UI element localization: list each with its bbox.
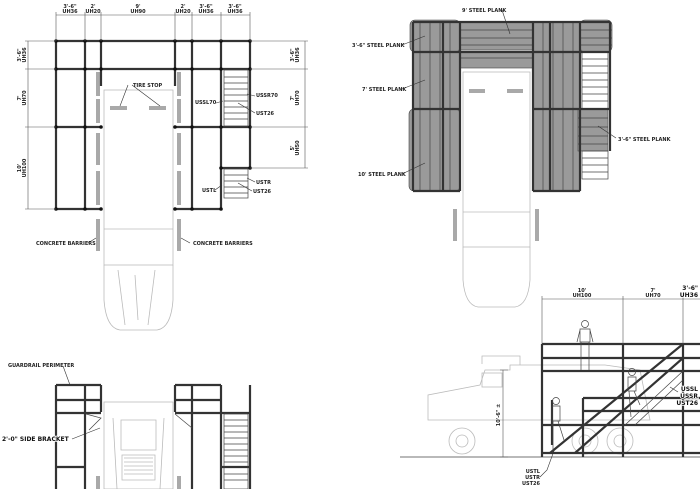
ussl-label: USSL — [681, 386, 698, 393]
ustr-label: USTR — [256, 180, 271, 186]
dim-code: UH36 — [198, 9, 214, 15]
dim-size: 10' — [578, 288, 587, 294]
ust26-label: UST26 — [253, 189, 272, 195]
front-callouts: GUARDRAIL PERIMETER 2'-0" SIDE BRACKET — [1, 363, 101, 444]
plan-left-dimensions: 3'-6" UH36 7' UH70 10' UH100 — [17, 40, 56, 210]
plank-view-frame — [411, 20, 612, 193]
dim-size: 5' — [290, 145, 296, 150]
dim-code: UH50 — [295, 140, 301, 156]
side-callouts: USSL USSR UST26 USTL USTR UST26 — [522, 385, 699, 487]
plan-stair-lower — [223, 168, 249, 199]
dim-size: 3'-6" — [199, 4, 213, 10]
concrete-barriers — [96, 72, 181, 251]
truck-side-outline — [427, 355, 651, 455]
truck-plank-outline — [453, 71, 539, 308]
tire-stop-right — [149, 106, 166, 110]
side-elevation: 10'-6" ± 10' UH100 — [400, 284, 700, 487]
dim-code: UH36 — [22, 47, 28, 63]
dim-code: UH36 — [227, 9, 243, 15]
dim-code: UH70 — [22, 90, 28, 106]
dim-code: UH20 — [175, 9, 191, 15]
dim-code: UH20 — [85, 9, 101, 15]
dim-size: 7' — [290, 95, 296, 100]
front-scaffold-left — [54, 383, 103, 489]
ussr-label: USSR — [680, 393, 698, 400]
plan-nodes — [54, 39, 252, 211]
dim-size: 3'-6" — [63, 4, 77, 10]
concrete-barriers-label-left: CONCRETE BARRIERS — [36, 241, 96, 247]
plan-scaffold-frame — [54, 39, 252, 211]
dim-size: 3'-6" — [682, 285, 698, 292]
tire-stop-label: TIRE STOP — [133, 83, 163, 89]
dim-code: UH36 — [295, 47, 301, 63]
dim-size: 2' — [90, 4, 95, 10]
tire-stop-left — [110, 106, 127, 110]
side-top-dimensions: 10' UH100 7' UH70 3'-6" UH36 — [541, 284, 700, 344]
dim-size: 9' — [135, 4, 140, 10]
dim-size: 7' — [17, 95, 23, 100]
dim-size: 2' — [180, 4, 185, 10]
dim-size: 3'-6" — [290, 48, 296, 62]
dim-code: UH90 — [130, 9, 146, 15]
height-dimension: 10'-6" ± — [496, 369, 508, 458]
height-label: 10'-6" ± — [496, 404, 502, 427]
steel-planks — [408, 19, 613, 192]
workers — [551, 320, 641, 453]
worker-lower-stair — [551, 397, 565, 453]
plan-stair-upper — [223, 69, 249, 127]
ussr70-label: USSR70 — [256, 93, 278, 99]
plank-36-right-label: 3'-6" STEEL PLANK — [618, 137, 672, 143]
dim-code: UH36 — [62, 9, 78, 15]
plank-view: 9' STEEL PLANK 3'-6" STEEL PLANK 7' STEE… — [352, 8, 672, 308]
plank-36-left-label: 3'-6" STEEL PLANK — [352, 43, 406, 49]
ustr-label: USTR — [525, 475, 540, 481]
worker-standing — [576, 320, 594, 370]
ust26-label: UST26 — [676, 400, 698, 407]
dim-code: UH100 — [22, 158, 28, 177]
plank-callouts: 9' STEEL PLANK 3'-6" STEEL PLANK 7' STEE… — [352, 8, 672, 178]
side-scaffold-frame — [540, 342, 700, 457]
plan-right-dimensions: 3'-6" UH36 7' UH70 5' UH50 — [250, 40, 308, 169]
ust26-label: UST26 — [522, 481, 541, 487]
concrete-barriers-label-right: CONCRETE BARRIERS — [193, 241, 253, 247]
worker-upper-stair — [627, 368, 641, 418]
dim-code: UH70 — [645, 293, 661, 299]
plan-top-dimensions: 3'-6" UH36 2' UH20 9' UH90 2' UH20 3'-6"… — [55, 4, 251, 41]
guardrail-perimeter-label: GUARDRAIL PERIMETER — [8, 363, 74, 369]
dim-size: 10' — [17, 163, 23, 172]
plank-9-label: 9' STEEL PLANK — [462, 8, 507, 14]
plan-view: 3'-6" UH36 2' UH20 9' UH90 2' UH20 3'-6"… — [17, 4, 308, 331]
plank-7-label: 7' STEEL PLANK — [362, 87, 407, 93]
plank-view-stairs — [581, 51, 609, 180]
side-bracket-label: 2'-0" SIDE BRACKET — [2, 436, 70, 443]
ustl-label: USTL — [526, 469, 541, 475]
dim-code: UH70 — [295, 90, 301, 106]
ussl70-label: USSL70 — [195, 100, 217, 106]
dim-size: 3'-6" — [17, 48, 23, 62]
dim-size: 7' — [650, 288, 655, 294]
ustl-label: USTL — [202, 188, 217, 194]
dim-code: UH36 — [680, 292, 698, 299]
front-elevation: GUARDRAIL PERIMETER 2'-0" SIDE BRACKET — [1, 363, 252, 489]
front-scaffold-right — [173, 383, 252, 489]
plan-callouts: TIRE STOP USSR70 USSL70 UST26 USTR UST26… — [36, 83, 278, 247]
dim-size: 3'-6" — [228, 4, 242, 10]
dim-code: UH100 — [573, 293, 592, 299]
truck-front-outline — [96, 401, 181, 489]
truck-plan-outline — [103, 89, 174, 331]
ust26-label: UST26 — [256, 111, 275, 117]
plank-10-label: 10' STEEL PLANK — [358, 172, 407, 178]
